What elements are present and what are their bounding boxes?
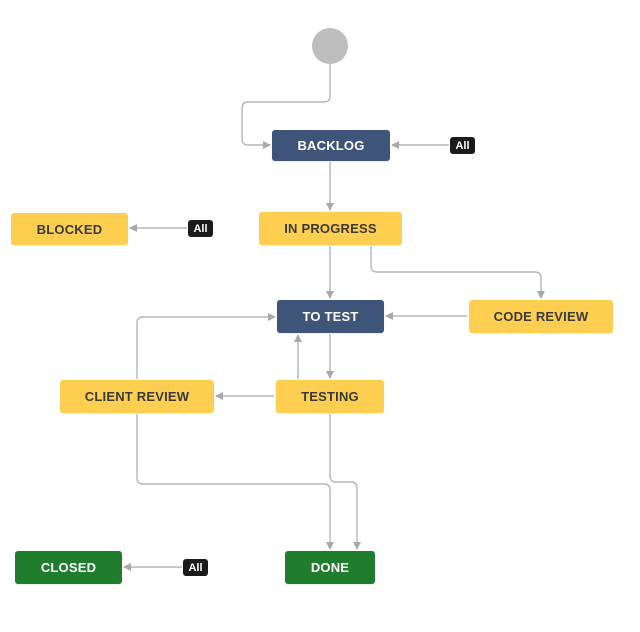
status-done[interactable]: DONE <box>285 551 375 584</box>
status-backlog[interactable]: BACKLOG <box>272 130 390 161</box>
start-node[interactable] <box>312 28 348 64</box>
connector-start-backlog <box>241 64 331 149</box>
all-transition-badge-blocked[interactable]: All <box>188 220 213 237</box>
connector-inprogress-codereview <box>370 246 545 299</box>
all-transition-badge-closed[interactable]: All <box>183 559 208 576</box>
connector-clientreview-totest <box>136 313 276 379</box>
status-closed[interactable]: CLOSED <box>15 551 122 584</box>
status-code-review[interactable]: CODE REVIEW <box>469 300 613 333</box>
all-transition-badge-backlog[interactable]: All <box>450 137 475 154</box>
connector-testing-done <box>329 414 361 550</box>
status-client-review[interactable]: CLIENT REVIEW <box>60 380 214 413</box>
status-testing[interactable]: TESTING <box>276 380 384 413</box>
status-in-progress[interactable]: IN PROGRESS <box>259 212 402 245</box>
connector-clientreview-done <box>136 414 334 550</box>
status-to-test[interactable]: TO TEST <box>277 300 384 333</box>
status-blocked[interactable]: BLOCKED <box>11 213 128 245</box>
